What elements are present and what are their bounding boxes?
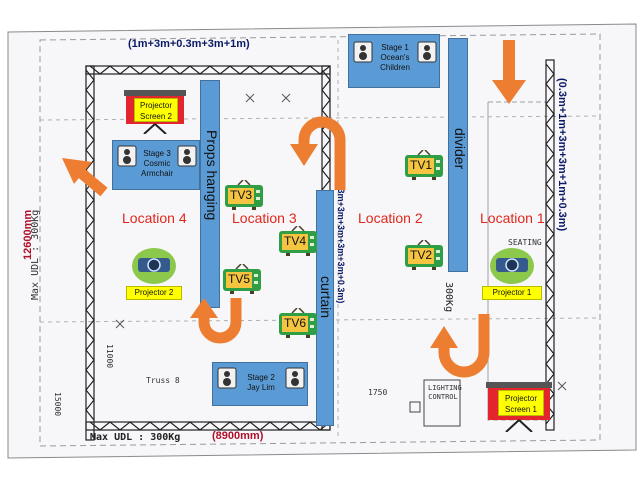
projector-screen-1-line2: Screen 1 [504,405,538,414]
tv-icon [279,225,317,256]
projector-2: Projector 2 [126,246,182,306]
tv-5: TV5 [222,263,262,294]
speaker-icon [353,41,373,63]
stage-3-name-line2: Armchair [140,169,173,178]
tv-2-label: TV2 [409,248,432,262]
tv-5-label: TV5 [227,272,250,286]
stage-2-name: Jay Lim [247,383,275,392]
divider-label: divider [452,128,468,170]
projector-screen-1-line1: Projector [504,394,537,403]
stage-3-title: Stage 3 [143,149,171,158]
speaker-icon [117,145,137,167]
projector-screen-2-line2: Screen 2 [139,112,173,121]
curtain-label: curtain [318,276,334,319]
tv-4-label: TV4 [283,234,306,248]
projector-screen-1: Projector Screen 1 [484,380,554,432]
tv-icon [405,239,443,270]
dimension-bottom: Max UDL : 300Kg [90,432,181,443]
projector-screen-2: Projector Screen 2 [122,88,188,134]
tv-1-label: TV1 [409,158,432,172]
stage-3-name-line1: Cosmic [143,159,171,168]
tv-icon [279,307,317,338]
projector-2-label: Projector 2 [126,286,182,300]
stage-1: Stage 1 Ocean's Children [348,34,440,88]
location-3: Location 3 [232,210,297,226]
label-seating: SEATING [508,238,542,247]
location-1: Location 1 [480,210,545,226]
tv-icon [225,179,263,210]
stage-1-name-line1: Ocean's [380,53,410,62]
arrow-exit-icon [76,167,108,197]
curtain-bar [316,190,334,426]
stage-1-title: Stage 1 [381,43,409,52]
speaker-icon [177,145,197,167]
label-lighting-control: LIGHTING CONTROL [428,384,462,401]
tv-icon [223,263,261,294]
tv-4: TV4 [278,225,318,256]
projector-1-label: Projector 1 [482,286,542,300]
tv-icon [405,149,443,180]
projector-1: Projector 1 [482,246,542,306]
arrow-down-icon [492,40,526,104]
dimension-top: (1m+3m+0.3m+3m+1m) [128,38,250,50]
location-2: Location 2 [358,210,423,226]
stage-3: Stage 3 Cosmic Armchair [112,140,200,190]
arrow-exit-head-icon [62,158,92,184]
projector-screen-2-line1: Projector [139,101,172,110]
u-turn-arrow-icon [430,314,490,378]
speaker-icon [285,367,305,389]
dimension-bottom-red: (8900mm) [212,430,264,442]
tv-6-label: TV6 [283,316,306,330]
u-turn-arrow-icon [190,298,242,344]
stage-2: Stage 2 Jay Lim [212,362,308,406]
tv-3: TV3 [224,179,264,210]
tv-1: TV1 [404,149,444,180]
tv-2: TV2 [404,239,444,270]
label-truss: Truss 8 [146,376,180,385]
projector-icon [132,248,176,284]
u-turn-arrow-icon [290,116,346,190]
tv-3-label: TV3 [229,188,252,202]
tv-6: TV6 [278,307,318,338]
stage-2-title: Stage 2 [247,373,275,382]
stage-1-name-line2: Children [380,63,410,72]
location-4: Location 4 [122,210,187,226]
speaker-icon [217,367,237,389]
speaker-icon [417,41,437,63]
projector-icon [490,248,534,284]
divider-bar [448,38,468,272]
dimension-1750: 1750 [368,388,388,397]
props-hanging-label: Props hanging [204,130,220,221]
